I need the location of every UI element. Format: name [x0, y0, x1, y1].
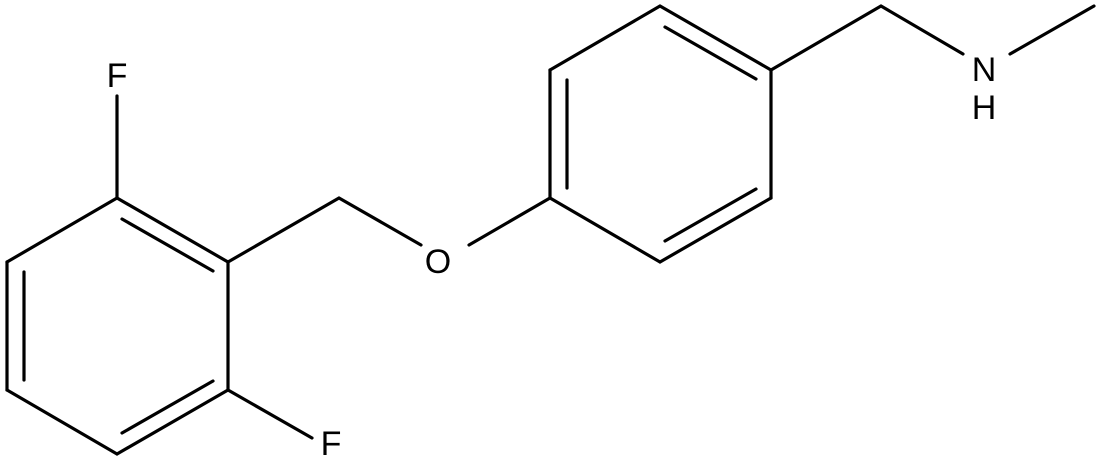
phenylene-ring: [548, 4, 773, 264]
bond-ring2-c3-c4: [658, 4, 773, 72]
bond-ring1-c6-c1: [5, 196, 119, 264]
bond-ring1-c3-c4-inner: [120, 379, 215, 435]
bond-ring1-c1-c2: [115, 196, 230, 264]
bond-ring2-c5-c6-inner: [663, 187, 758, 243]
bond-ring1-c1-c2-inner: [120, 217, 215, 273]
bond-c3-f-bottom: [226, 388, 314, 440]
bond-ring2-ch2: [769, 4, 883, 72]
atom-f-bottom: F: [321, 425, 342, 463]
bond-ring1-c3-c4: [115, 388, 230, 456]
bond-ring2-c2-c3: [548, 4, 662, 72]
bond-n-ch3: [1008, 4, 1096, 56]
atom-o-ether: O: [425, 243, 451, 281]
bond-ring1-c4-c5: [5, 388, 119, 456]
bond-o-ring2: [467, 196, 552, 247]
difluorophenyl-ring: [5, 196, 230, 456]
bond-ring2-c3-c4-inner: [663, 25, 758, 81]
bond-ring2-c6-c1: [548, 196, 662, 264]
atom-h-amine: H: [972, 89, 997, 127]
bond-ch2-n: [879, 4, 965, 56]
atom-n-amine: N: [972, 51, 997, 89]
bond-c2-ch2: [226, 196, 341, 264]
bond-ch2-o: [337, 196, 423, 247]
atom-f-top: F: [107, 57, 128, 95]
bond-ring2-c5-c6: [658, 196, 773, 264]
